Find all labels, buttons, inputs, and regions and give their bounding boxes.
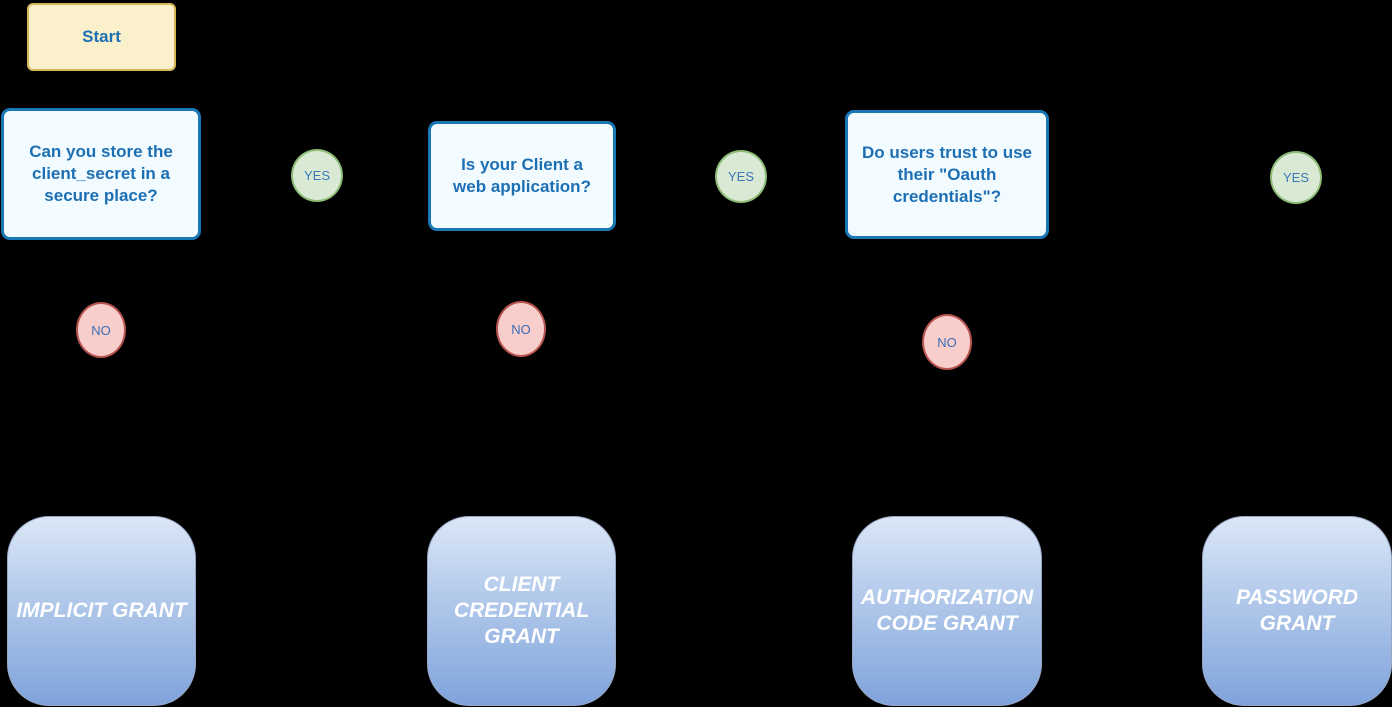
yes-label: YES [303,168,330,183]
result-authorization-code-grant: AUTHORIZATION CODE GRANT [852,516,1042,706]
no-label: NO [91,322,111,338]
no-branch-2: NO [496,301,546,357]
no-branch-3: NO [922,314,972,370]
grant-label: PASSWORD GRANT [1235,586,1359,635]
no-label: NO [511,321,531,337]
no-branch-1: NO [76,302,126,358]
start-label: Start [82,27,121,46]
decision-label: Is your Client a web application? [453,155,591,196]
result-password-grant: PASSWORD GRANT [1202,516,1392,706]
yes-branch-2: YES [715,150,767,203]
decision-label: Can you store the client_secret in a sec… [29,142,173,205]
yes-label: YES [727,169,754,184]
no-label: NO [937,334,957,350]
result-implicit-grant: IMPLICIT GRANT [7,516,196,706]
decision-store-client-secret: Can you store the client_secret in a sec… [1,108,201,240]
decision-label: Do users trust to use their "Oauth crede… [861,142,1033,206]
start-node: Start [27,3,176,71]
grant-label: CLIENT CREDENTIAL GRANT [453,573,590,648]
decision-web-application: Is your Client a web application? [428,121,616,231]
yes-label: YES [1282,170,1309,185]
yes-branch-3: YES [1270,151,1322,204]
decision-users-trust-credentials: Do users trust to use their "Oauth crede… [845,110,1049,239]
yes-branch-1: YES [291,149,343,202]
grant-label: AUTHORIZATION CODE GRANT [860,586,1034,635]
grant-label: IMPLICIT GRANT [16,599,187,622]
result-client-credential-grant: CLIENT CREDENTIAL GRANT [427,516,616,706]
